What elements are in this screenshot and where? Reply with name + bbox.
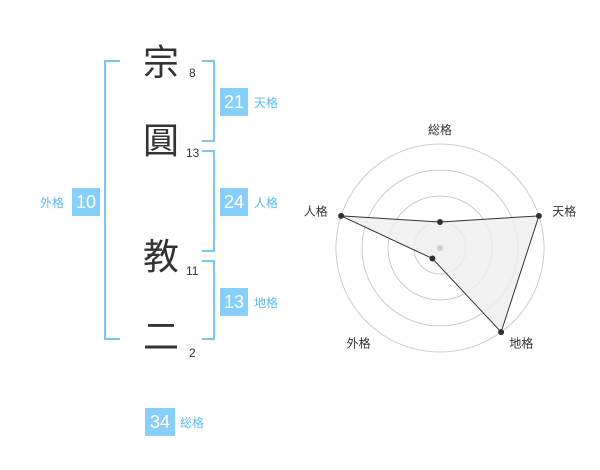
soukaku-value: 34	[145, 408, 175, 436]
tenkaku-bracket	[202, 60, 215, 142]
soukaku-label: 総格	[180, 416, 205, 430]
jinkaku-bracket	[202, 150, 215, 252]
stroke-count-2: 13	[186, 146, 200, 160]
radar-data-area	[340, 215, 540, 334]
gaikaku-bracket	[104, 60, 120, 340]
stroke-count-3: 11	[186, 264, 199, 278]
stroke-count-4: 2	[189, 346, 196, 360]
chikaku-bracket	[202, 260, 215, 340]
gaikaku-value: 10	[72, 188, 100, 216]
radar-point-1	[535, 212, 542, 219]
radar-axis-label: 天格	[552, 204, 576, 219]
radar-axis-label: 総格	[428, 122, 452, 137]
radar-center-point	[437, 245, 443, 251]
radar-grid-ring	[335, 143, 545, 353]
jinkaku-value: 24	[220, 188, 248, 216]
radar-axis-label: 人格	[304, 204, 328, 219]
chikaku-value: 13	[220, 288, 248, 316]
name-char-3: 教	[142, 237, 179, 278]
jinkaku-label: 人格	[254, 196, 279, 210]
radar-point-0	[437, 219, 443, 225]
stroke-count-1: 8	[189, 66, 196, 80]
gaikaku-label: 外格	[40, 196, 65, 210]
radar-point-4	[338, 212, 345, 219]
chikaku-label: 地格	[254, 296, 279, 310]
tenkaku-label: 天格	[254, 96, 279, 110]
radar-axis-label: 地格	[509, 336, 533, 351]
name-char-1: 宗	[142, 43, 179, 84]
radar-point-3	[429, 255, 436, 262]
tenkaku-value: 21	[220, 88, 248, 116]
radar-point-2	[498, 329, 505, 336]
radar-axis-label: 外格	[347, 336, 371, 351]
name-char-4: 二	[142, 317, 179, 358]
name-char-2: 圓	[142, 121, 179, 162]
